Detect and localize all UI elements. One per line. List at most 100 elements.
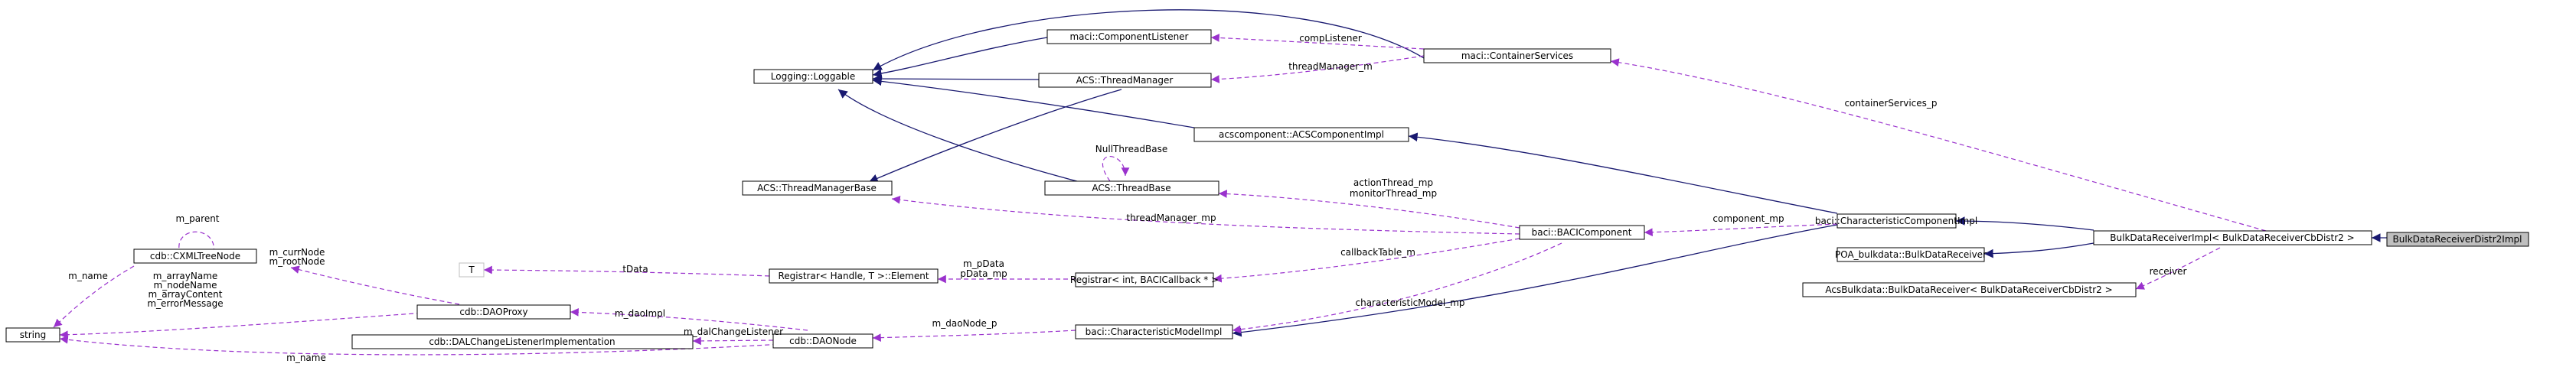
label-m-dao-node-p: m_daoNode_p: [932, 318, 997, 329]
label-m-pdata: m_pData: [963, 258, 1004, 269]
svg-text:Logging::Loggable: Logging::Loggable: [771, 71, 855, 82]
node-characteristic-component-impl[interactable]: baci::CharacteristicComponentImpl: [1815, 213, 1977, 229]
svg-text:maci::ComponentListener: maci::ComponentListener: [1069, 31, 1188, 42]
edge-threadmanager-to-threadmanagerbase: [868, 89, 1122, 183]
label-thread-manager-m: threadManager_m: [1288, 61, 1373, 72]
edge-receiverimpl-to-poa: [1983, 242, 2094, 258]
label-callback-table-m: callbackTable_m: [1340, 247, 1415, 258]
label-receiver: receiver: [2150, 266, 2187, 277]
edge-currnode-rootnode: [290, 265, 460, 305]
node-registrar-baci-callback[interactable]: Registrar< int, BACICallback * >: [1070, 272, 1219, 287]
edge-threadmanager-mp: [891, 196, 1520, 235]
node-registrar-element[interactable]: Registrar< Handle, T >::Element: [769, 268, 939, 284]
label-thread-manager-mp: threadManager_mp: [1126, 213, 1216, 223]
svg-text:ACS::ThreadBase: ACS::ThreadBase: [1092, 183, 1170, 193]
node-characteristic-model-impl[interactable]: baci::CharacteristicModelImpl: [1075, 324, 1233, 339]
label-m-name-dao: m_name: [286, 352, 326, 363]
label-m-name-tree: m_name: [68, 271, 108, 281]
label-m-error-message: m_errorMessage: [147, 298, 223, 309]
label-monitor-thread-mp: monitorThread_mp: [1350, 188, 1437, 199]
edge-complistener: [1210, 34, 1425, 50]
label-m-parent: m_parent: [175, 213, 219, 224]
node-logging-loggable[interactable]: Logging::Loggable: [753, 69, 873, 84]
svg-text:cdb::DAOProxy: cdb::DAOProxy: [459, 307, 527, 317]
edge-characteristicmodel-mp: [1232, 242, 1562, 334]
edge-component-mp: [1644, 223, 1838, 237]
edge-name-daoproxy-string: [59, 311, 437, 339]
edge-dalchangelistener: [692, 336, 774, 346]
svg-text:AcsBulkdata::BulkDataReceiver<: AcsBulkdata::BulkDataReceiver< BulkDataR…: [1825, 284, 2112, 295]
node-acsbulkdata-receiver[interactable]: AcsBulkdata::BulkDataReceiver< BulkDataR…: [1802, 282, 2137, 297]
svg-text:ACS::ThreadManagerBase: ACS::ThreadManagerBase: [757, 183, 877, 193]
label-characteristic-model-mp: characteristicModel_mp: [1355, 297, 1464, 308]
node-thread-manager-base[interactable]: ACS::ThreadManagerBase: [742, 180, 893, 196]
edge-nullthreadbase: [1102, 156, 1130, 182]
node-thread-manager[interactable]: ACS::ThreadManager: [1038, 73, 1212, 88]
svg-text:POA_bulkdata::BulkDataReceiver: POA_bulkdata::BulkDataReceiver: [1835, 249, 1987, 260]
node-bulkdata-receiver-distr2-impl[interactable]: BulkDataReceiverDistr2Impl: [2386, 232, 2529, 247]
svg-text:baci::BACIComponent: baci::BACIComponent: [1532, 227, 1632, 238]
label-comp-listener: compListener: [1299, 33, 1362, 44]
node-component-listener[interactable]: maci::ComponentListener: [1046, 29, 1212, 44]
node-cxml-tree-node[interactable]: cdb::CXMLTreeNode: [133, 248, 257, 264]
edge-characteristiccomponent-to-characteristicmodel: [1232, 224, 1838, 337]
label-container-services-p: containerServices_p: [1844, 98, 1937, 109]
usage-edges: [53, 34, 2267, 356]
svg-text:baci::CharacteristicModelImpl: baci::CharacteristicModelImpl: [1086, 326, 1223, 337]
node-string[interactable]: string: [5, 327, 60, 343]
svg-text:acscomponent::ACSComponentImpl: acscomponent::ACSComponentImpl: [1219, 129, 1384, 140]
edge-threadbase-to-loggable: [837, 89, 1095, 187]
edge-acscomponent-to-loggable: [872, 76, 1195, 128]
node-dao-proxy[interactable]: cdb::DAOProxy: [416, 304, 571, 320]
label-null-thread-base: NullThreadBase: [1095, 144, 1167, 154]
label-m-root-node: m_rootNode: [269, 256, 325, 267]
svg-text:cdb::DALChangeListenerImplemen: cdb::DALChangeListenerImplementation: [429, 336, 615, 347]
label-t-data: tData: [622, 264, 648, 274]
node-dal-change-listener-impl[interactable]: cdb::DALChangeListenerImplementation: [351, 334, 694, 349]
edge-name-treenode-string: [53, 265, 135, 328]
label-m-array-name: m_arrayName: [153, 271, 218, 281]
edge-receiverimpl-to-characteristiccomponent: [1955, 216, 2094, 231]
svg-text:T: T: [468, 265, 475, 275]
svg-text:ACS::ThreadManager: ACS::ThreadManager: [1076, 75, 1174, 86]
edge-callbacktable-m: [1213, 238, 1520, 283]
edge-containerservices-to-loggable: [872, 9, 1425, 71]
svg-text:Registrar< int, BACICallback *: Registrar< int, BACICallback * >: [1070, 274, 1219, 285]
node-bulkdata-receiver-impl[interactable]: BulkDataReceiverImpl< BulkDataReceiverCb…: [2093, 230, 2372, 245]
edge-threadmanager-to-loggable: [872, 74, 1040, 83]
inheritance-edges: [837, 9, 2387, 337]
label-m-dao-impl: m_daoImpl: [615, 308, 665, 319]
label-m-node-name: m_nodeName: [153, 280, 217, 291]
label-m-array-content: m_arrayContent: [149, 289, 223, 300]
edge-componentlistener-to-loggable: [872, 37, 1048, 78]
label-m-dal-change-listener: m_dalChangeListener: [684, 326, 783, 337]
node-poa-bulkdata-receiver[interactable]: POA_bulkdata::BulkDataReceiver: [1835, 247, 1987, 262]
svg-text:cdb::CXMLTreeNode: cdb::CXMLTreeNode: [150, 251, 240, 261]
edge-threadmanager-m: [1210, 55, 1425, 83]
edge-tdata: [483, 265, 770, 277]
svg-text:BulkDataReceiverDistr2Impl: BulkDataReceiverDistr2Impl: [2393, 234, 2522, 245]
node-template-t[interactable]: T: [459, 262, 485, 278]
svg-text:baci::CharacteristicComponentI: baci::CharacteristicComponentImpl: [1815, 216, 1977, 226]
edge-labels: containerServices_p receiver component_m…: [68, 33, 2186, 363]
svg-text:maci::ContainerServices: maci::ContainerServices: [1461, 50, 1573, 61]
svg-text:Registrar< Handle, T >::Elemen: Registrar< Handle, T >::Element: [778, 271, 929, 281]
node-dao-node[interactable]: cdb::DAONode: [772, 333, 873, 349]
edge-containerservices-p: [1610, 58, 2267, 232]
edge-daonode-p: [872, 330, 1076, 343]
svg-text:string: string: [20, 330, 46, 340]
edge-characteristiccomponent-to-acscomponent: [1408, 132, 1838, 214]
label-m-curr-node: m_currNode: [269, 247, 325, 258]
node-thread-base[interactable]: ACS::ThreadBase: [1044, 180, 1219, 196]
svg-text:cdb::DAONode: cdb::DAONode: [789, 336, 857, 346]
edge-actionthread-monitorthread: [1218, 190, 1520, 229]
node-container-services[interactable]: maci::ContainerServices: [1423, 48, 1611, 63]
node-acs-component-impl[interactable]: acscomponent::ACSComponentImpl: [1193, 127, 1409, 142]
label-component-mp: component_mp: [1712, 213, 1784, 224]
label-pdata-mp: pData_mp: [960, 268, 1007, 279]
edge-daoimpl: [570, 308, 808, 331]
svg-text:BulkDataReceiverImpl< BulkData: BulkDataReceiverImpl< BulkDataReceiverCb…: [2110, 232, 2354, 243]
label-action-thread-mp: actionThread_mp: [1353, 177, 1433, 188]
node-baci-component[interactable]: baci::BACIComponent: [1519, 225, 1645, 240]
